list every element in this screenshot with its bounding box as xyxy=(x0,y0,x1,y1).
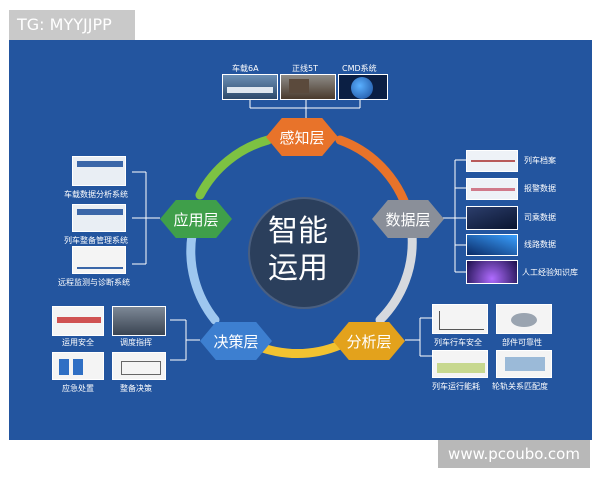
data-item-label: 线路数据 xyxy=(524,240,556,249)
decision-item-label: 整备决策 xyxy=(120,384,152,393)
chart-image xyxy=(72,246,126,274)
application-item-label: 车载数据分析系统 xyxy=(64,190,128,199)
decision-item-label: 应急处置 xyxy=(62,384,94,393)
application-item-label: 列车整备管理系统 xyxy=(64,236,128,245)
chart-image xyxy=(52,306,104,336)
chart-image xyxy=(432,350,488,378)
application-item-label: 远程监测与诊断系统 xyxy=(58,278,130,287)
ring-arc-left-top xyxy=(195,135,273,200)
screen-image xyxy=(466,260,518,284)
analysis-layer-hex: 分析层 xyxy=(333,322,405,360)
chart-image xyxy=(496,350,552,378)
screen-image xyxy=(466,206,518,230)
decision-item-label: 运用安全 xyxy=(62,338,94,347)
data-layer-hex: 数据层 xyxy=(372,200,444,238)
analysis-item-label: 列车运行能耗 xyxy=(432,382,480,391)
analysis-item-label: 部件可靠性 xyxy=(502,338,542,347)
analysis-item-label: 列车行车安全 xyxy=(434,338,482,347)
chart-image xyxy=(52,352,104,380)
screen-image xyxy=(72,204,126,232)
ring-arc-left-bottom xyxy=(186,230,220,325)
ring-arc-right xyxy=(375,230,417,325)
screen-image xyxy=(112,306,166,336)
ring-arc-bottom xyxy=(250,340,345,359)
earth-image xyxy=(338,74,388,100)
train-image xyxy=(222,74,278,100)
analysis-item-label: 轮轨关系匹配度 xyxy=(492,382,548,391)
application-layer-hex: 应用层 xyxy=(160,200,232,238)
chart-image xyxy=(496,304,552,334)
decision-item-label: 调度指挥 xyxy=(120,338,152,347)
center-circle xyxy=(248,197,360,309)
data-item-label: 列车档案 xyxy=(524,156,556,165)
track-image xyxy=(280,74,336,100)
tg-tag: TG: MYYJJPP xyxy=(9,10,135,40)
watermark: www.pcoubo.com xyxy=(438,440,590,468)
data-item-label: 司乘数据 xyxy=(524,213,556,222)
data-item-label: 报警数据 xyxy=(524,184,556,193)
perception-layer-hex: 感知层 xyxy=(266,118,338,156)
center-text-line2: 运用 xyxy=(268,251,328,286)
screen-image xyxy=(72,156,126,186)
data-item-label: 人工经验知识库 xyxy=(522,268,578,277)
chart-image xyxy=(432,304,488,334)
perception-item-label: 正线5T xyxy=(292,64,318,73)
chart-image xyxy=(112,352,166,380)
decision-layer-hex: 决策层 xyxy=(200,322,272,360)
chart-image xyxy=(466,178,518,200)
screen-image xyxy=(466,234,518,256)
perception-item-label: CMD系统 xyxy=(342,64,377,73)
perception-item-label: 车载6A xyxy=(232,64,259,73)
center-text-line1: 智能 xyxy=(268,214,328,249)
chart-image xyxy=(466,150,518,172)
